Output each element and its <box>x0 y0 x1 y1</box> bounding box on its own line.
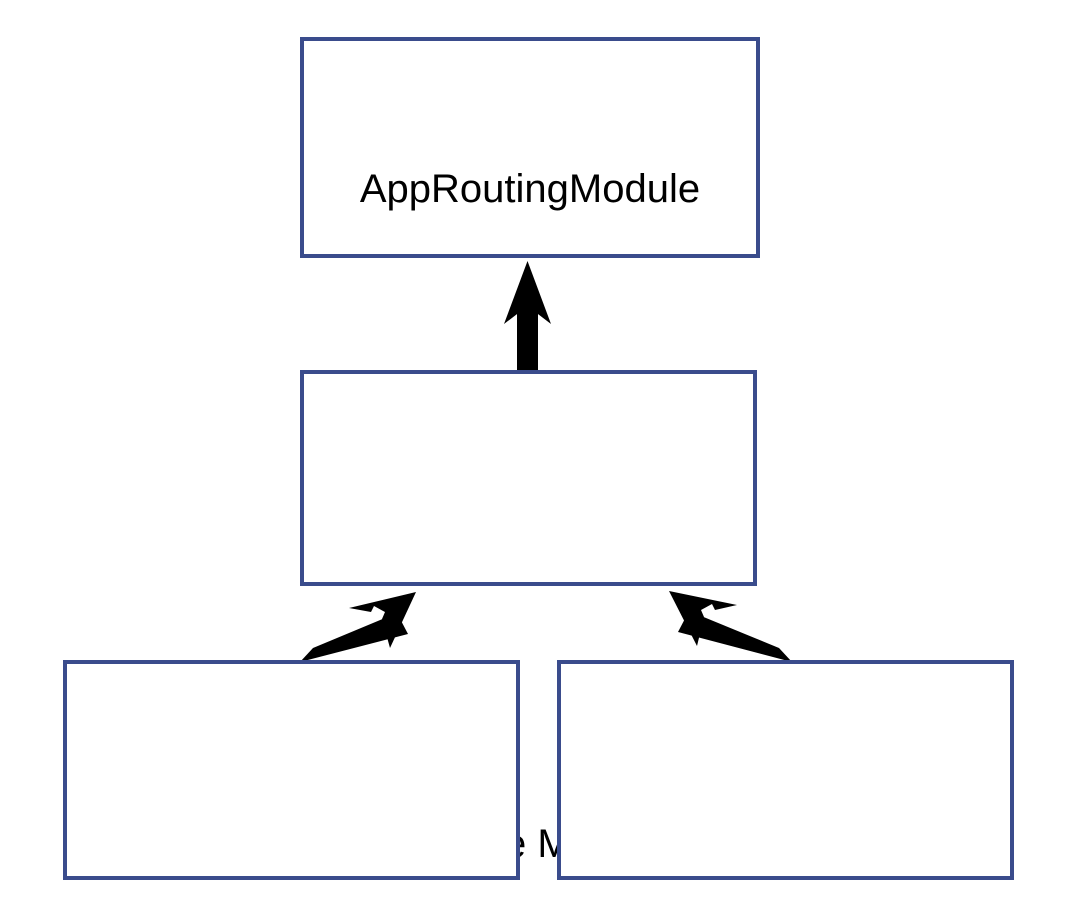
node-routing-module[interactable]: Routing Module <box>63 660 520 880</box>
node-component[interactable]: Component <box>557 660 1014 880</box>
arrow-component-to-feature <box>669 591 792 662</box>
arrow-routing-to-feature <box>300 592 416 662</box>
node-feature-module[interactable]: Feature Module <box>300 370 757 864</box>
node-label-app-routing-module: AppRoutingModule <box>359 167 701 211</box>
node-app-routing-module[interactable]: AppRoutingModule <box>300 37 760 258</box>
arrow-feature-to-approuting <box>504 261 551 372</box>
